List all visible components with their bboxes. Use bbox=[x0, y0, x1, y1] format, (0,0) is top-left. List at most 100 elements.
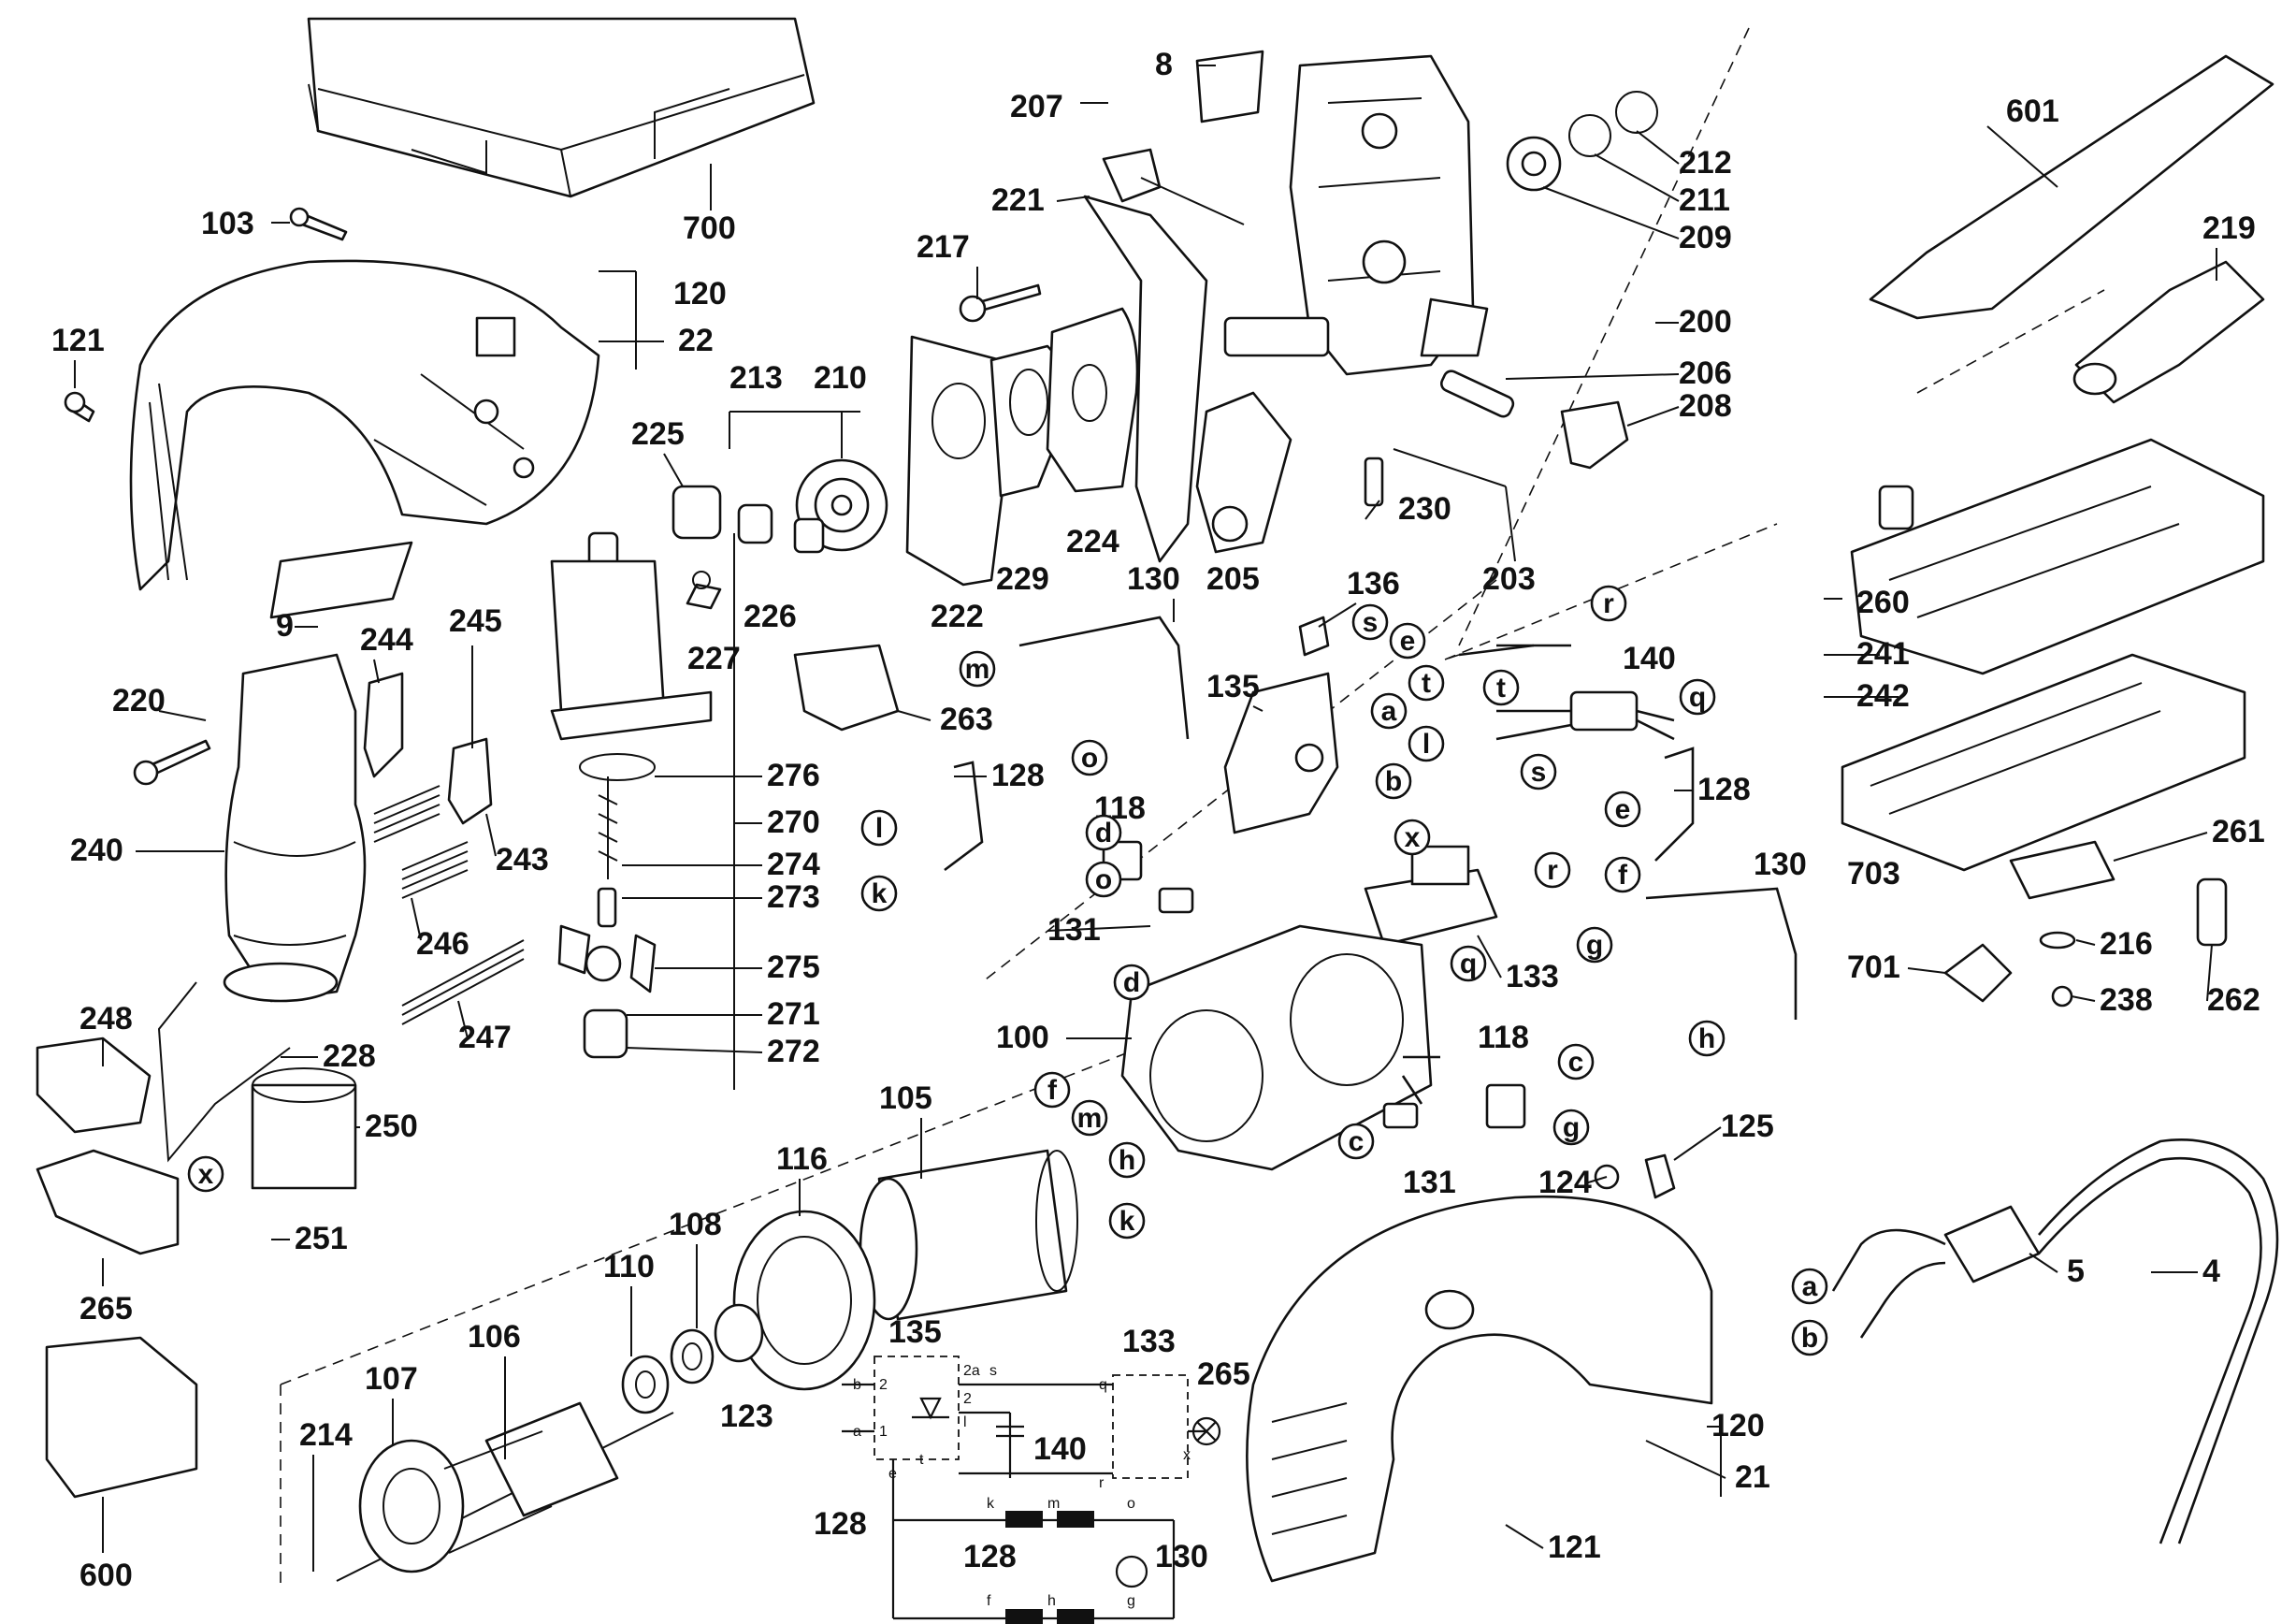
pin-206 bbox=[1440, 370, 1515, 418]
svg-text:t: t bbox=[919, 1452, 924, 1468]
pin-230 bbox=[1364, 457, 1384, 507]
label-262: 262 bbox=[2207, 982, 2260, 1018]
screws bbox=[64, 207, 1042, 786]
bearing-110 bbox=[621, 1355, 670, 1414]
svg-text:m: m bbox=[1077, 1103, 1103, 1134]
marker-e2: e bbox=[1604, 790, 1641, 828]
label-140a: 140 bbox=[1623, 641, 1676, 676]
label-8 bbox=[1195, 50, 1264, 123]
marker-q1: q bbox=[1679, 678, 1716, 716]
svg-text:l: l bbox=[875, 813, 883, 844]
label-226: 226 bbox=[744, 599, 797, 634]
svg-text:e: e bbox=[888, 1466, 897, 1482]
svg-text:g: g bbox=[1586, 930, 1603, 961]
label-212: 212 bbox=[1679, 145, 1732, 181]
svg-text:s: s bbox=[1531, 757, 1547, 788]
svg-text:a: a bbox=[853, 1424, 861, 1440]
label-221: 221 bbox=[991, 182, 1045, 218]
schematic-terminal-labels: b 2 a 1 e t 2a s 2 l q r x k m o f h g bbox=[853, 1363, 1191, 1609]
knob-208 bbox=[1560, 400, 1629, 470]
label-107: 107 bbox=[365, 1361, 418, 1397]
wires bbox=[944, 616, 1798, 1105]
label-245: 245 bbox=[449, 603, 502, 639]
svg-text:o: o bbox=[1127, 1496, 1135, 1512]
svg-text:s: s bbox=[1363, 607, 1379, 638]
label-206: 206 bbox=[1679, 355, 1732, 391]
svg-text:1: 1 bbox=[879, 1424, 888, 1440]
clip-243 bbox=[447, 737, 493, 825]
bracket-224 bbox=[1046, 307, 1139, 493]
power-cord-4 bbox=[2038, 1138, 2279, 1544]
marker-k2: k bbox=[1108, 1202, 1146, 1240]
label-136: 136 bbox=[1347, 566, 1400, 602]
marker-l1: l bbox=[860, 809, 898, 847]
label-121a: 121 bbox=[51, 323, 105, 358]
shoe-260 bbox=[1850, 438, 2265, 675]
label-703: 703 bbox=[1847, 856, 1900, 892]
marker-e1: e bbox=[1389, 622, 1426, 660]
label-219: 219 bbox=[2202, 210, 2256, 246]
svg-text:t: t bbox=[1496, 673, 1506, 703]
label-216: 216 bbox=[2100, 926, 2153, 962]
label-247: 247 bbox=[458, 1020, 512, 1055]
svg-text:o: o bbox=[1095, 864, 1112, 895]
marker-m1: m bbox=[959, 650, 996, 688]
label-21: 21 bbox=[1735, 1459, 1770, 1495]
label-265b: 265 bbox=[1197, 1356, 1250, 1392]
label-274: 274 bbox=[767, 847, 820, 882]
marker-r2: r bbox=[1534, 851, 1571, 889]
label-128d: 128 bbox=[963, 1539, 1017, 1574]
label-601: 601 bbox=[2006, 94, 2059, 129]
label-205: 205 bbox=[1206, 561, 1260, 597]
svg-text:t: t bbox=[1422, 668, 1431, 699]
pin-203 bbox=[1393, 448, 1507, 487]
svg-text:q: q bbox=[1099, 1377, 1107, 1393]
brush-131b bbox=[1382, 1102, 1419, 1129]
label-272: 272 bbox=[767, 1034, 820, 1069]
svg-text:2a: 2a bbox=[963, 1363, 980, 1379]
label-701: 701 bbox=[1847, 950, 1900, 985]
label-140b: 140 bbox=[1033, 1431, 1087, 1467]
carry-case-700 bbox=[307, 17, 816, 198]
svg-text:f: f bbox=[1047, 1075, 1058, 1106]
springs bbox=[373, 785, 525, 1025]
marker-t1: t bbox=[1408, 664, 1445, 702]
label-118b: 118 bbox=[1478, 1020, 1529, 1055]
label-130c: 130 bbox=[1155, 1539, 1208, 1574]
svg-text:d: d bbox=[1123, 967, 1140, 998]
bearing-123 bbox=[714, 1303, 764, 1363]
label-210: 210 bbox=[814, 360, 867, 396]
marker-t2: t bbox=[1482, 669, 1520, 706]
svg-text:b: b bbox=[853, 1377, 861, 1393]
svg-text:h: h bbox=[1119, 1145, 1135, 1176]
dust-nozzle-601 bbox=[1869, 54, 2274, 320]
label-130b: 130 bbox=[1754, 847, 1807, 882]
label-130a: 130 bbox=[1127, 561, 1180, 597]
armature-106 bbox=[336, 1401, 674, 1582]
label-208: 208 bbox=[1679, 388, 1732, 424]
svg-text:q: q bbox=[1460, 949, 1477, 979]
wiring-schematic bbox=[842, 1356, 1221, 1624]
svg-text:a: a bbox=[1802, 1271, 1818, 1302]
holder-118b bbox=[1485, 1083, 1526, 1129]
label-251: 251 bbox=[295, 1221, 348, 1256]
svg-text:x: x bbox=[1405, 822, 1421, 853]
svg-text:h: h bbox=[1047, 1593, 1056, 1609]
plunger-assembly-270 bbox=[550, 531, 722, 1059]
label-225: 225 bbox=[631, 416, 685, 452]
marker-l2: l bbox=[1408, 725, 1445, 762]
label-230: 230 bbox=[1398, 491, 1451, 527]
label-203: 203 bbox=[1482, 561, 1536, 597]
label-217: 217 bbox=[917, 229, 970, 265]
leader-lines bbox=[74, 65, 2217, 1572]
wire-guard-265 bbox=[36, 1149, 180, 1255]
marker-g1: g bbox=[1576, 926, 1613, 964]
label-238: 238 bbox=[2100, 982, 2153, 1018]
part-number-labels: 700 103 120 22 121 9 8 207 221 217 213 2… bbox=[51, 47, 2265, 1593]
label-123: 123 bbox=[720, 1399, 773, 1434]
marker-a2: a bbox=[1791, 1268, 1828, 1305]
label-261: 261 bbox=[2212, 814, 2265, 849]
svg-text:m: m bbox=[1047, 1496, 1060, 1512]
anti-splinter-701 bbox=[1943, 943, 2013, 1003]
marker-c2: c bbox=[1337, 1123, 1375, 1160]
